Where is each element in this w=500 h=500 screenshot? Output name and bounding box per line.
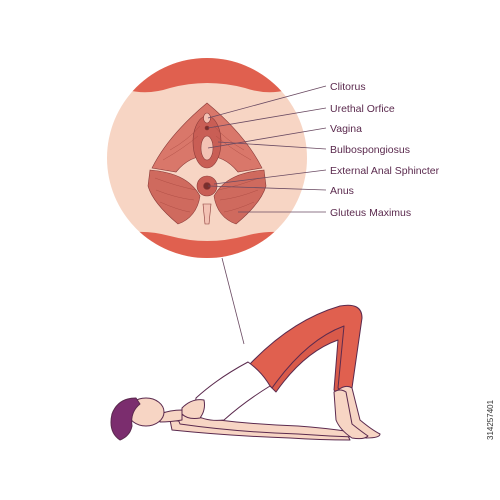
foot-back <box>333 389 369 440</box>
woman-bridge-pose <box>110 304 381 441</box>
labels: Clitorus Urethal Orfice Vagina Bulbospon… <box>330 81 440 219</box>
label-urethal-orifice: Urethal Orfice <box>330 103 395 115</box>
top-shirt <box>193 361 271 421</box>
leader-lines <box>207 85 327 345</box>
label-external-anal-sphincter: External Anal Sphincter <box>330 165 440 177</box>
anatomy-inset <box>107 58 307 258</box>
label-gluteus-maximus: Gluteus Maximus <box>330 207 411 219</box>
top-band <box>107 58 307 93</box>
label-clitorus: Clitorus <box>330 81 366 93</box>
label-bulbospongiosus: Bulbospongiosus <box>330 144 410 156</box>
neck <box>159 409 183 423</box>
stock-id: 314257401 <box>486 399 495 440</box>
pelvic-muscles <box>147 102 267 225</box>
hair <box>110 397 141 441</box>
label-anus: Anus <box>330 185 354 197</box>
leg-front <box>249 304 363 392</box>
muscle-fibres <box>154 125 260 213</box>
shoulder <box>181 399 205 419</box>
label-vagina: Vagina <box>330 123 362 135</box>
